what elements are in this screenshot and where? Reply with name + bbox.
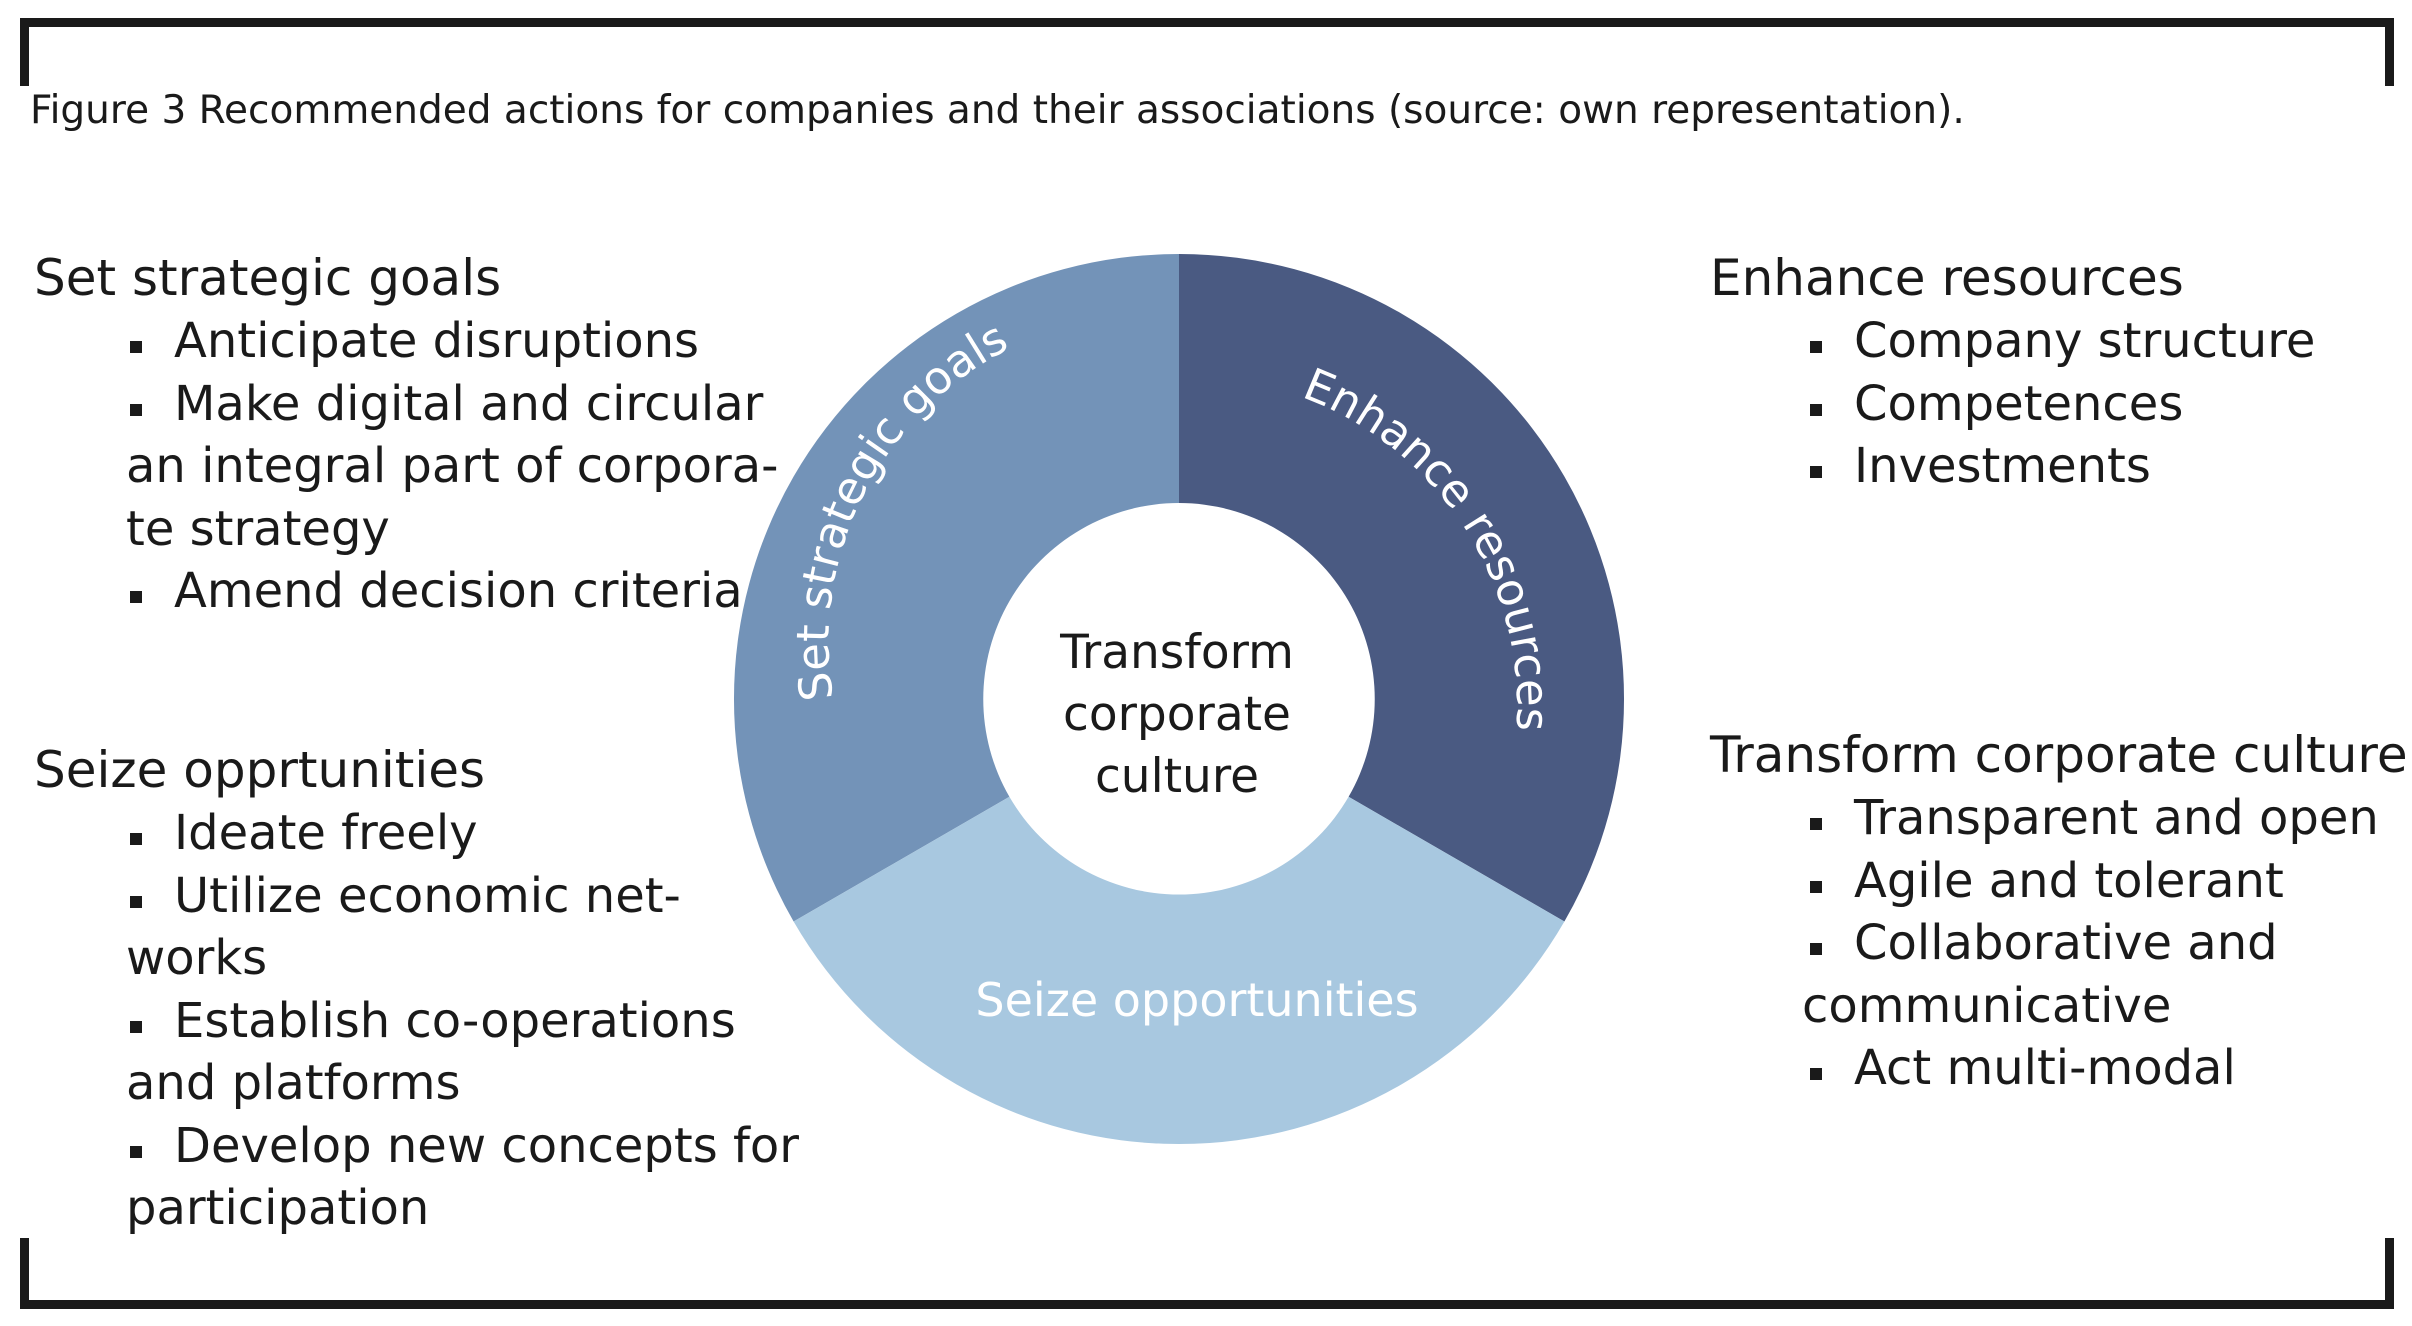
goals-heading: Set strategic goals bbox=[34, 249, 502, 307]
center-label-line3: culture bbox=[1095, 749, 1259, 804]
list-item-continuation: and platforms bbox=[126, 1055, 461, 1111]
center-label-line1: Transform bbox=[1059, 625, 1294, 680]
list-item: Ideate freely bbox=[34, 802, 799, 865]
bullet-icon bbox=[130, 591, 142, 603]
bullet-icon bbox=[1810, 943, 1822, 955]
list-item: Agile and tolerant bbox=[1710, 850, 2408, 913]
list-item: Act multi-modal bbox=[1710, 1037, 2408, 1100]
bullet-icon bbox=[130, 1020, 142, 1033]
bullet-icon bbox=[1810, 466, 1822, 478]
culture-block: Transform corporate culture Transparent … bbox=[1710, 723, 2408, 1100]
list-item: Anticipate disruptions bbox=[34, 310, 778, 373]
frame-top-left-tick bbox=[20, 18, 29, 86]
resources-list: Company structure Competences Investment… bbox=[1710, 310, 2315, 498]
list-item: Develop new concepts for bbox=[34, 1115, 799, 1178]
list-item: Amend decision criteria bbox=[34, 560, 778, 623]
bullet-icon bbox=[1810, 818, 1822, 830]
list-item-continuation: works bbox=[126, 930, 268, 986]
frame-top-line bbox=[20, 18, 2394, 27]
list-item: Establish co-operations bbox=[34, 990, 799, 1053]
list-item: Investments bbox=[1710, 435, 2315, 498]
list-item-continuation: communicative bbox=[1802, 977, 2172, 1034]
figure-caption: Figure 3 Recommended actions for compani… bbox=[30, 88, 1965, 133]
bullet-icon bbox=[1810, 403, 1822, 416]
resources-block: Enhance resources Company structure Comp… bbox=[1710, 246, 2315, 498]
bullet-icon bbox=[130, 341, 142, 353]
list-item: Make digital and circular bbox=[34, 373, 778, 436]
goals-block: Set strategic goals Anticipate disruptio… bbox=[34, 246, 778, 623]
center-label-line2: corporate bbox=[1063, 687, 1291, 742]
bullet-icon bbox=[130, 403, 142, 416]
list-item-continuation: te strategy bbox=[126, 500, 390, 557]
bullet-icon bbox=[1810, 880, 1822, 893]
segment-set-strategic-goals bbox=[733, 254, 1179, 922]
list-item-continuation: participation bbox=[126, 1180, 430, 1236]
list-item-continuation: an integral part of corpora- bbox=[126, 438, 779, 494]
bullet-icon bbox=[130, 833, 142, 845]
list-item: Utilize economic net- bbox=[34, 865, 799, 928]
segment-seize-opportunities bbox=[793, 796, 1565, 1145]
bullet-icon bbox=[1810, 1068, 1822, 1080]
frame-bottom-line bbox=[20, 1300, 2394, 1309]
opportunities-block: Seize opprtunities Ideate freely Utilize… bbox=[34, 738, 799, 1240]
list-item: Transparent and open bbox=[1710, 787, 2408, 850]
list-item: Company structure bbox=[1710, 310, 2315, 373]
culture-heading: Transform corporate culture bbox=[1710, 726, 2408, 784]
segment-label-opportunities: Seize opportunities bbox=[975, 973, 1418, 1027]
frame-bottom-left-tick bbox=[20, 1238, 29, 1309]
culture-list: Transparent and open Agile and tolerant … bbox=[1710, 787, 2408, 1100]
list-item: Competences bbox=[1710, 373, 2315, 436]
bullet-icon bbox=[130, 895, 142, 908]
opportunities-heading: Seize opprtunities bbox=[34, 741, 486, 799]
frame-bottom-right-tick bbox=[2385, 1238, 2394, 1309]
list-item: Collaborative and bbox=[1710, 912, 2408, 975]
resources-heading: Enhance resources bbox=[1710, 249, 2184, 307]
bullet-icon bbox=[130, 1145, 142, 1158]
opportunities-list: Ideate freely Utilize economic net- work… bbox=[34, 802, 799, 1240]
segment-enhance-resources bbox=[1179, 254, 1625, 922]
bullet-icon bbox=[1810, 341, 1822, 353]
frame-top-right-tick bbox=[2385, 18, 2394, 86]
goals-list: Anticipate disruptions Make digital and … bbox=[34, 310, 778, 623]
